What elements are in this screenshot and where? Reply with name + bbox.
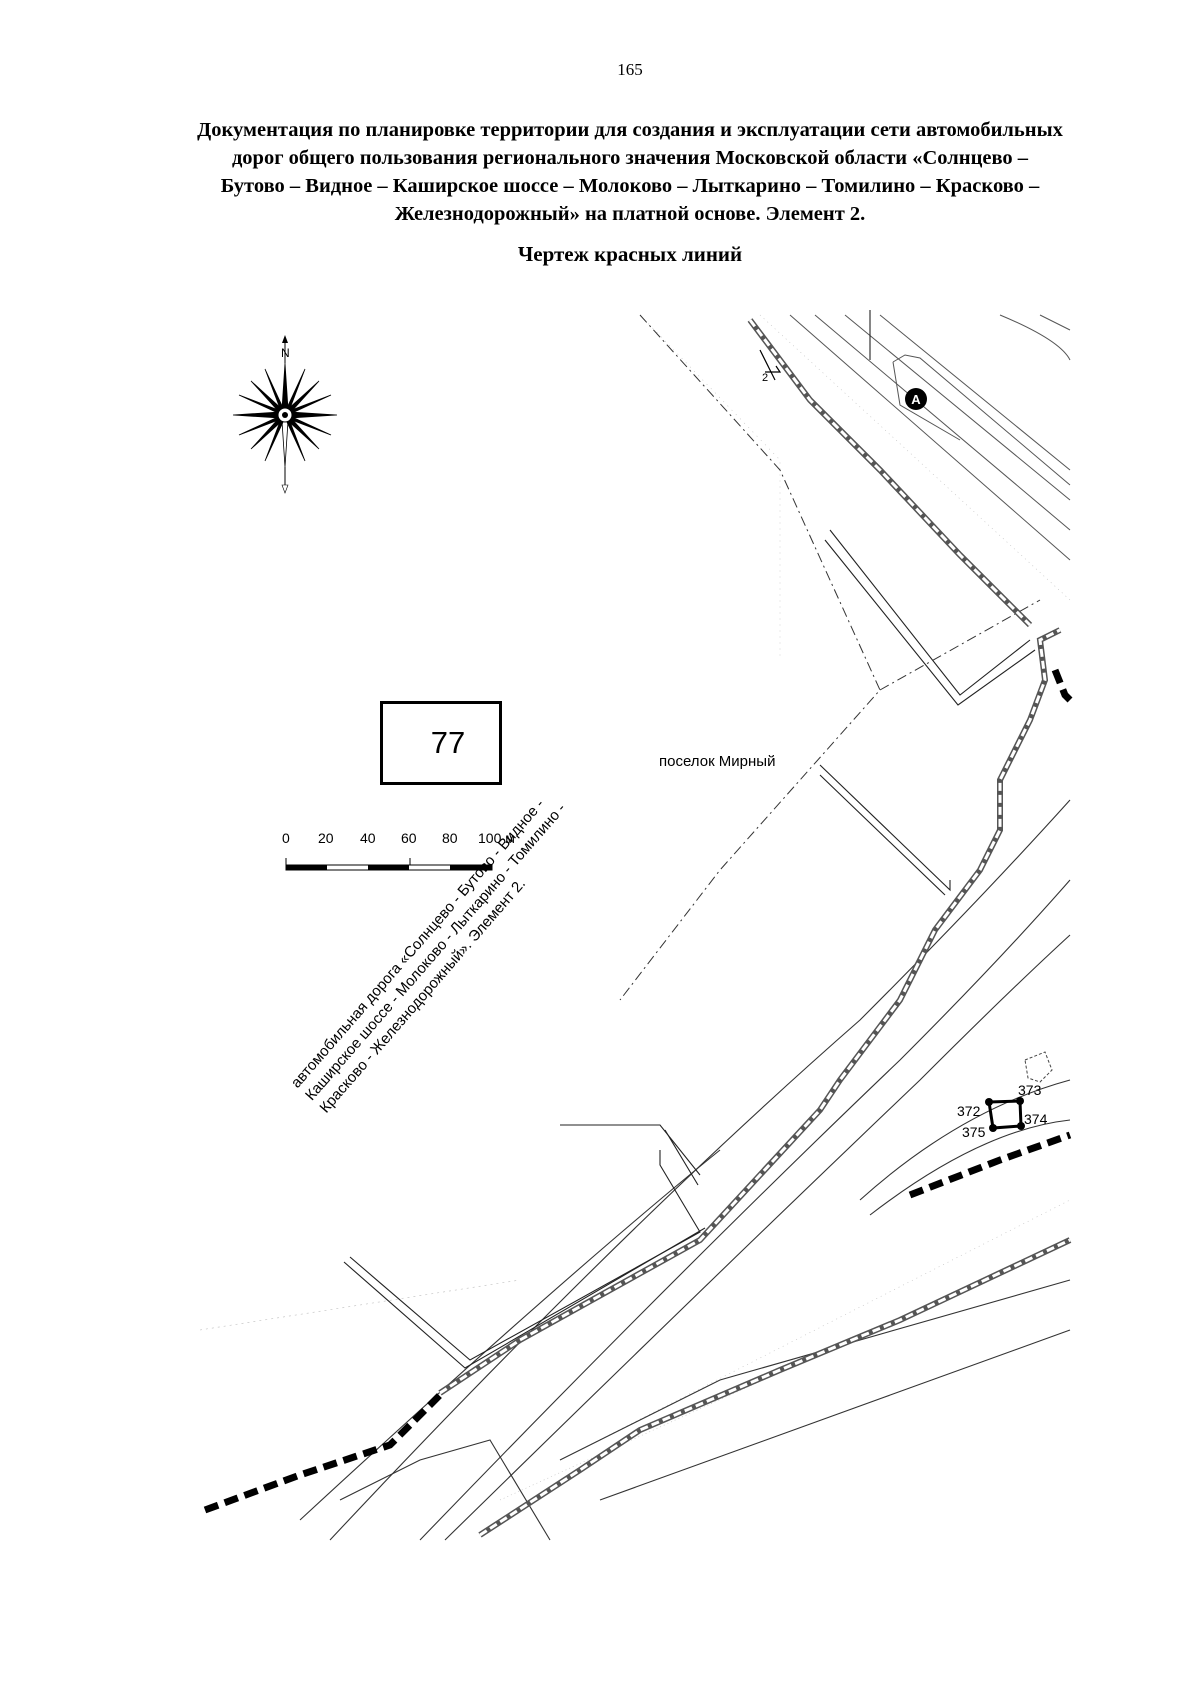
point-label-375: 375 bbox=[962, 1124, 986, 1140]
point-label-374: 374 bbox=[1024, 1111, 1048, 1127]
point-372 bbox=[985, 1098, 993, 1106]
scale-tick-20: 20 bbox=[318, 830, 334, 846]
settlement-label: поселок Мирный bbox=[659, 753, 776, 770]
point-375 bbox=[989, 1124, 997, 1132]
section-number: 2 bbox=[762, 372, 769, 384]
scale-tick-100: 100 м bbox=[478, 830, 515, 846]
drawing-title: Чертеж красных линий bbox=[517, 242, 743, 266]
point-373 bbox=[1016, 1097, 1024, 1105]
scale-tick-60: 60 bbox=[401, 830, 417, 846]
compass-rose bbox=[232, 335, 338, 494]
document-title-line: Документация по планировке территории дл… bbox=[197, 119, 1063, 141]
scale-bar bbox=[285, 858, 493, 871]
section-marker bbox=[759, 349, 782, 381]
boundary-thick-dashed bbox=[203, 668, 1073, 1514]
north-label: N bbox=[281, 346, 290, 360]
document-title: Документация по планировке территории дл… bbox=[110, 116, 1150, 228]
document-title-line: Железнодорожный» на платной основе. Элем… bbox=[394, 203, 866, 225]
marker-a-icon: A bbox=[905, 388, 927, 410]
point-label-372: 372 bbox=[957, 1103, 981, 1119]
structure-outline bbox=[1024, 1051, 1053, 1083]
road-lines-main bbox=[299, 799, 1071, 1541]
boundary-points bbox=[987, 1099, 1023, 1130]
sheet-number: 77 bbox=[430, 725, 466, 760]
scale-tick-80: 80 bbox=[442, 830, 458, 846]
corridor-lines-top bbox=[789, 314, 1071, 561]
point-label-373: 373 bbox=[1018, 1082, 1042, 1098]
scale-tick-40: 40 bbox=[360, 830, 376, 846]
document-title-line: дорог общего пользования регионального з… bbox=[231, 147, 1029, 169]
settlement-boundary bbox=[619, 314, 1041, 1001]
sheet-number-box: 77 bbox=[380, 701, 502, 785]
parcel-boundaries bbox=[343, 310, 1036, 1369]
point-374 bbox=[1017, 1122, 1025, 1130]
red-line bbox=[438, 318, 1072, 1538]
document-title-line: Бутово – Видное – Каширское шоссе – Моло… bbox=[220, 175, 1040, 197]
page-number: 165 bbox=[617, 60, 643, 79]
terrain-texture bbox=[199, 314, 1071, 1501]
scale-tick-0: 0 bbox=[282, 830, 290, 846]
